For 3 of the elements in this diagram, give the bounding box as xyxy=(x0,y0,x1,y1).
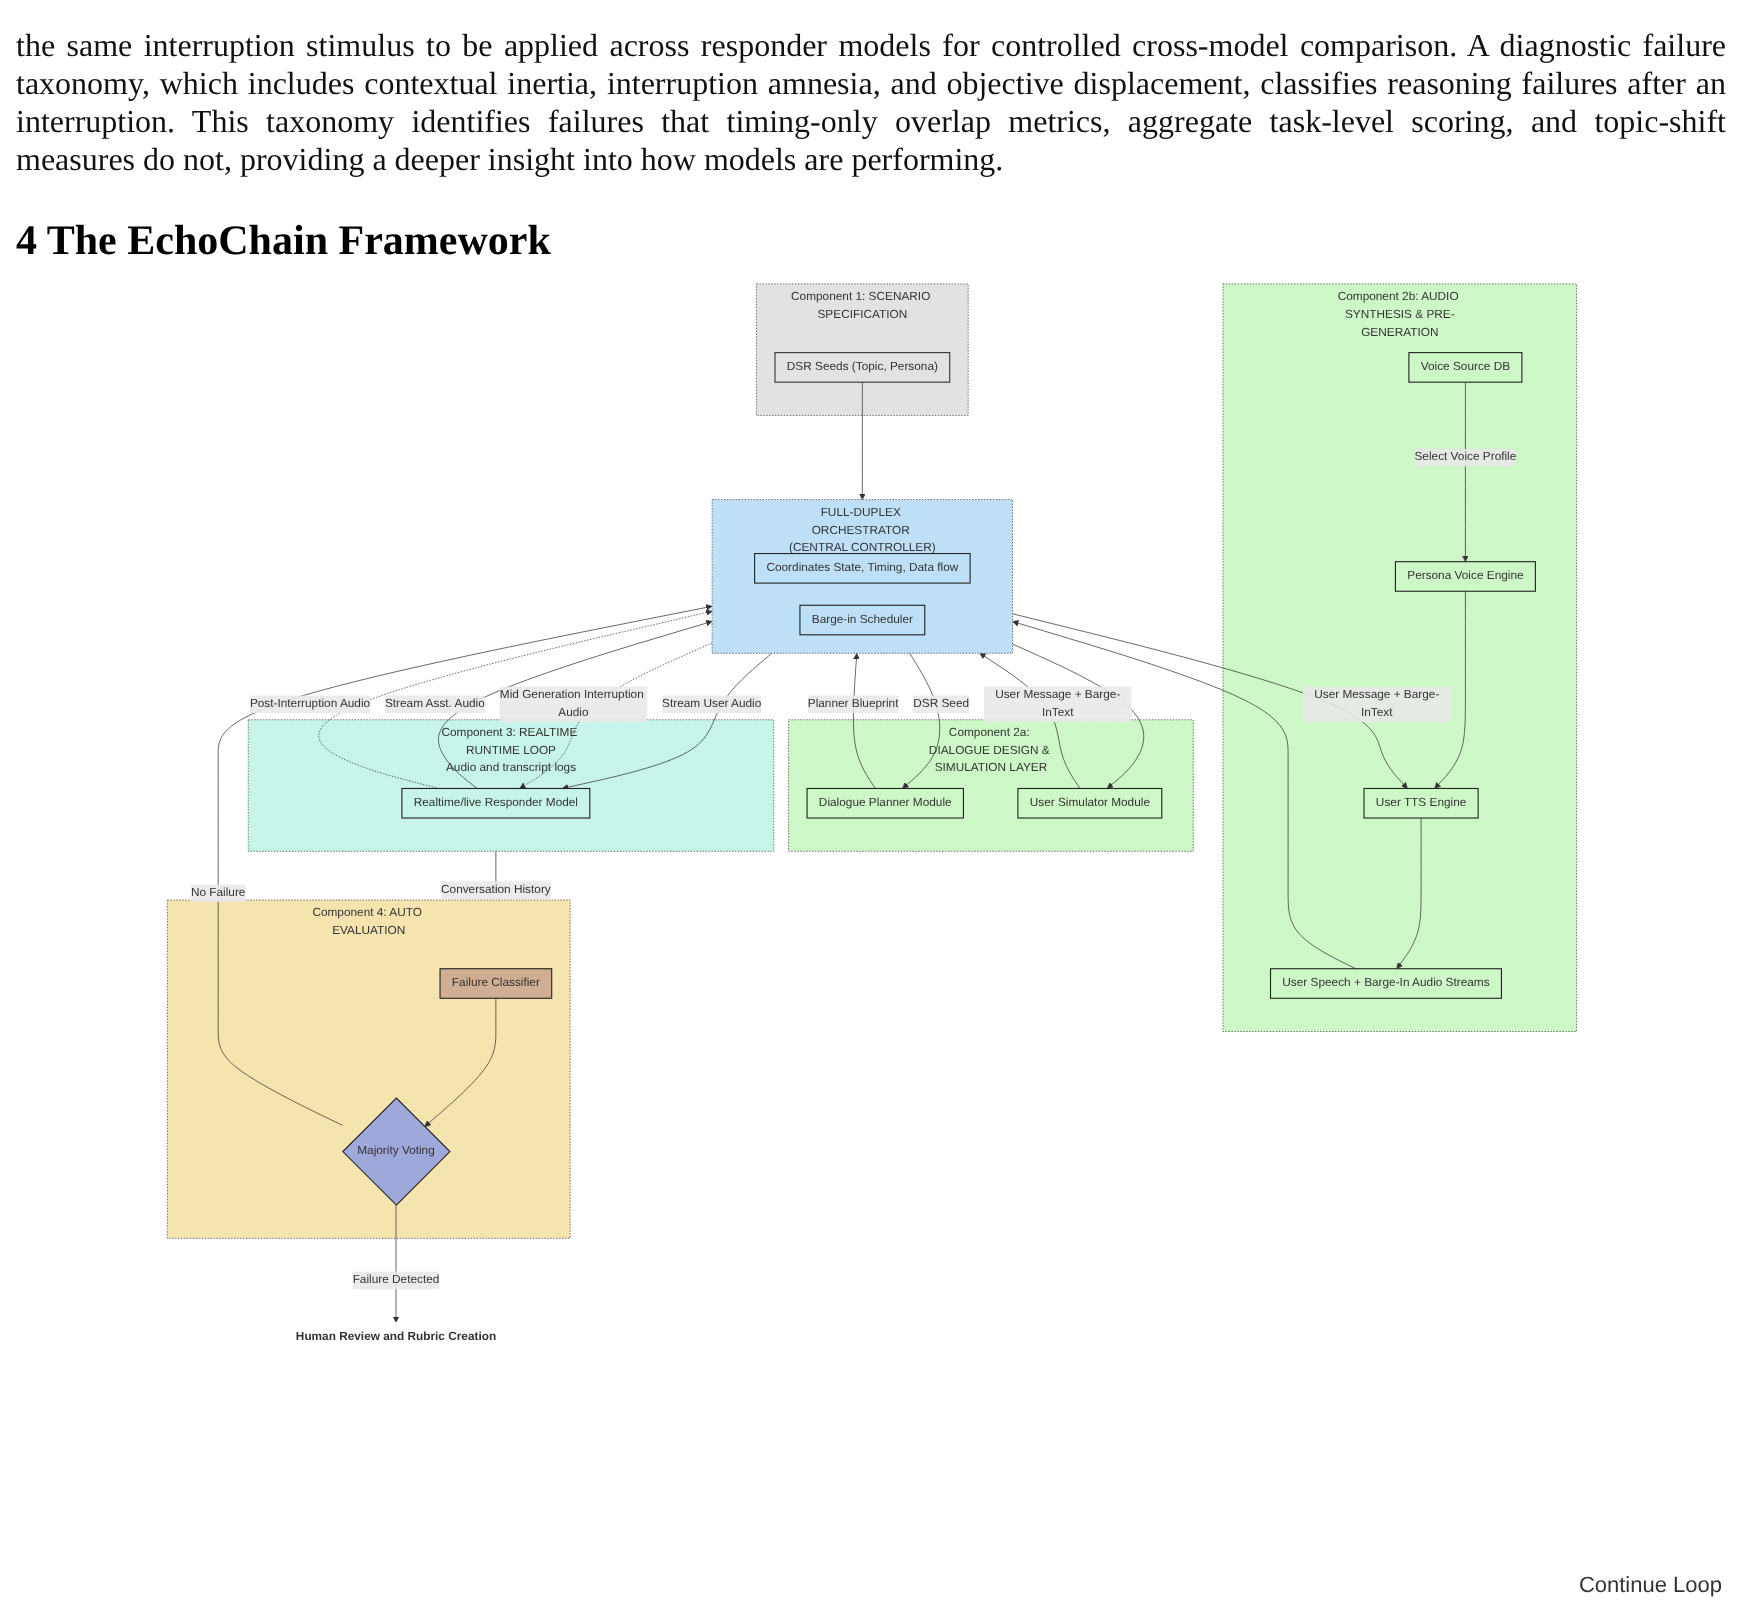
section-heading: 4 The EchoChain Framework xyxy=(16,216,553,266)
body-paragraph: the same interruption stimulus to be applied across responder models for controlled cross-model comparison. A diagnostic failure taxonomy, which includes contextual inertia, interruption amnesia, and objective displacement, classifies reasoning failures after an interruption. This taxonomy identifies failures that timing-only overlap metrics, aggregate task-level scoring, and topic-shift measures do not, providing a deeper insight into how models are performing. xyxy=(16,28,1726,180)
note-text: Continue Loop xyxy=(1578,1574,1722,1598)
